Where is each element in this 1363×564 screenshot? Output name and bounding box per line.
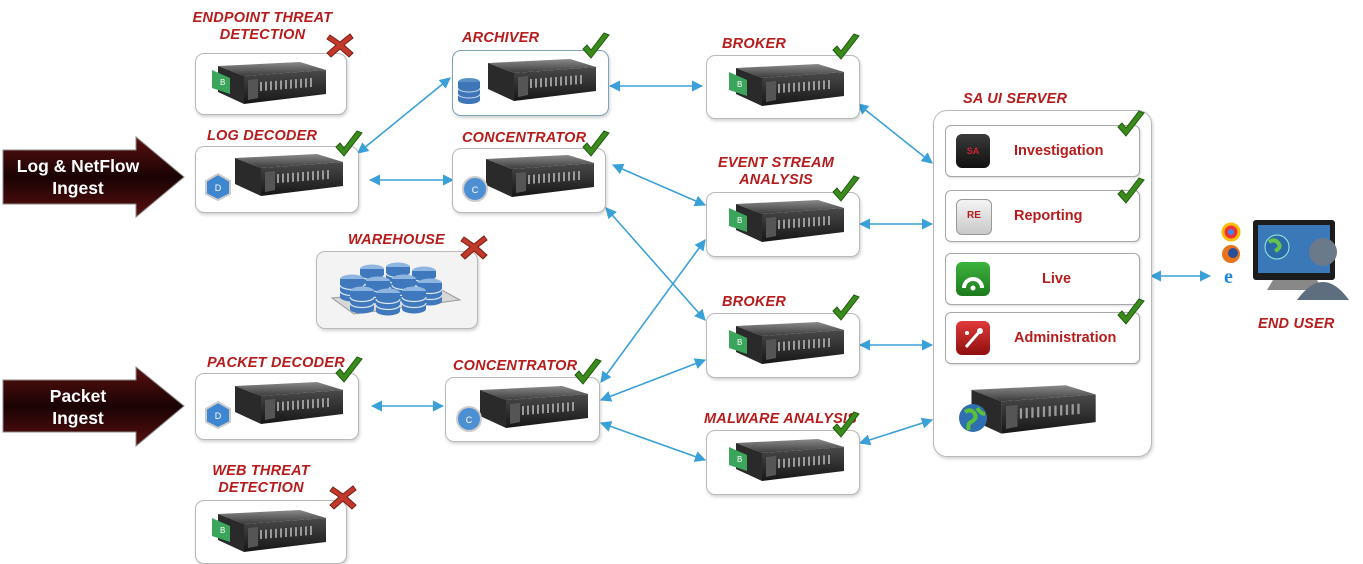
- concentrator-bottom-badge-icon: C: [456, 406, 482, 432]
- link-concentrator2-brokermid: [599, 358, 707, 402]
- svg-text:B: B: [737, 80, 742, 89]
- archiver-label: ARCHIVER: [462, 30, 540, 46]
- concentrator-top-label: CONCENTRATOR: [462, 130, 587, 146]
- svg-text:D: D: [215, 411, 222, 421]
- link-concentrator2-malware: [599, 421, 707, 462]
- packet-decoder-label: PACKET DECODER: [207, 355, 345, 371]
- end-user-label: END USER: [1258, 316, 1335, 332]
- packet-decoder-server-icon: [235, 382, 343, 424]
- broker-mid-badge-icon: B: [729, 330, 747, 354]
- svg-text:B: B: [220, 78, 225, 87]
- ui-item-administration[interactable]: Administration: [945, 312, 1140, 364]
- investigation-icon: SA: [956, 134, 990, 168]
- warehouse-status-cross-icon: [460, 235, 488, 260]
- link-concentrator-brokermid: [605, 207, 706, 321]
- concentrator-bottom-server-icon: [480, 386, 588, 428]
- concentrator-top-status-check-icon: [582, 130, 610, 157]
- archiver-database-icon: [457, 78, 481, 104]
- ui-item-label: Live: [1042, 271, 1072, 287]
- esa-badge-icon: B: [729, 208, 747, 232]
- broker-mid-status-check-icon: [832, 294, 860, 321]
- warehouse-database-icon: [330, 261, 462, 317]
- concentrator-bottom-label: CONCENTRATOR: [453, 358, 578, 374]
- svg-text:D: D: [215, 183, 222, 193]
- globe-icon: [959, 404, 987, 432]
- svg-text:B: B: [737, 338, 742, 347]
- reporting-icon: RE: [956, 199, 992, 235]
- concentrator-bottom-status-check-icon: [574, 358, 602, 385]
- archiver-status-check-icon: [582, 32, 610, 59]
- concentrator-top-badge-icon: C: [462, 176, 488, 202]
- ui-item-label: Administration: [1014, 330, 1117, 346]
- warehouse-label: WAREHOUSE: [348, 232, 445, 248]
- ie-icon: e: [1224, 266, 1233, 288]
- web-threat-label: WEB THREAT DETECTION: [212, 463, 310, 496]
- link-concentrator2-esa: [600, 239, 706, 383]
- malware-status-check-icon: [832, 411, 860, 438]
- link-logdecoder-archiver: [357, 77, 451, 154]
- broker-mid-label: BROKER: [722, 294, 787, 310]
- broker-top-badge-icon: B: [729, 72, 747, 96]
- packet-decoder-status-check-icon: [335, 356, 363, 383]
- ui-item-reporting[interactable]: RE Reporting: [945, 190, 1140, 242]
- ui-item-label: Investigation: [1014, 143, 1104, 159]
- svg-text:B: B: [737, 216, 742, 225]
- ui-item-investigation[interactable]: SA Investigation: [945, 125, 1140, 177]
- ui-item-label: Reporting: [1014, 208, 1083, 224]
- link-concentrator-esa: [611, 163, 707, 207]
- end-user-workstation-icon: e: [1221, 220, 1349, 300]
- packet-ingest-arrow: [2, 365, 185, 448]
- investigation-status-check-icon: [1117, 110, 1145, 137]
- live-icon: [956, 262, 990, 296]
- broker-top-status-check-icon: [832, 33, 860, 60]
- reporting-status-check-icon: [1117, 177, 1145, 204]
- concentrator-top-server-icon: [486, 155, 594, 197]
- log-ingest-arrow: [2, 135, 185, 219]
- svg-text:B: B: [220, 526, 225, 535]
- log-decoder-label: LOG DECODER: [207, 128, 318, 144]
- packet-decoder-badge-icon: D: [205, 400, 231, 430]
- endpoint-threat-label: ENDPOINT THREAT DETECTION: [192, 10, 333, 43]
- sa-ui-server-label: SA UI SERVER: [963, 91, 1068, 107]
- endpoint-status-cross-icon: [326, 33, 354, 58]
- svg-text:B: B: [737, 455, 742, 464]
- log-decoder-status-check-icon: [335, 130, 363, 157]
- log-ingest-label: Log & NetFlow Ingest: [16, 156, 140, 198]
- esa-status-check-icon: [832, 175, 860, 202]
- link-brokertop-ui: [857, 103, 933, 164]
- esa-label: EVENT STREAM ANALYSIS: [718, 155, 834, 188]
- log-decoder-badge-icon: D: [205, 172, 231, 202]
- packet-ingest-label: Packet Ingest: [49, 386, 107, 428]
- svg-text:C: C: [472, 185, 479, 195]
- ui-item-live[interactable]: Live: [945, 253, 1140, 305]
- administration-status-check-icon: [1117, 298, 1145, 325]
- web-threat-badge-icon: B: [212, 518, 230, 542]
- malware-label: MALWARE ANALYSIS: [704, 411, 858, 427]
- log-decoder-server-icon: [235, 154, 343, 196]
- endpoint-badge-icon: B: [212, 70, 230, 94]
- administration-icon: [956, 321, 990, 355]
- web-threat-status-cross-icon: [329, 485, 357, 510]
- malware-badge-icon: B: [729, 447, 747, 471]
- svg-text:C: C: [466, 415, 473, 425]
- broker-top-label: BROKER: [722, 36, 787, 52]
- archiver-server-icon: [488, 59, 596, 101]
- link-malware-ui: [858, 417, 934, 446]
